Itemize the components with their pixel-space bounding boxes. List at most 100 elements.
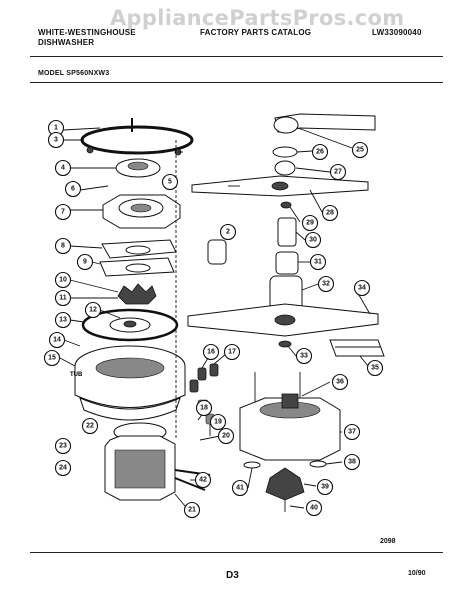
svg-text:21: 21: [188, 507, 196, 514]
svg-text:22: 22: [86, 423, 94, 430]
callout-24: 24: [54, 459, 72, 477]
callout-37: 37: [343, 423, 361, 441]
watermark: AppliancePartsPros.com: [110, 6, 405, 30]
svg-text:40: 40: [310, 505, 318, 512]
callout-11: 11: [54, 289, 72, 307]
callout-18: 18: [195, 399, 213, 417]
callout-36: 36: [331, 373, 349, 391]
callout-26: 26: [311, 143, 329, 161]
callout-22: 22: [81, 417, 99, 435]
svg-text:15: 15: [48, 355, 56, 362]
svg-text:32: 32: [322, 281, 330, 288]
footer-rule: [30, 552, 443, 553]
svg-text:36: 36: [336, 379, 344, 386]
svg-text:33: 33: [300, 353, 308, 360]
svg-text:30: 30: [309, 237, 317, 244]
catalog-title: FACTORY PARTS CATALOG: [200, 28, 312, 37]
svg-text:2: 2: [226, 229, 230, 236]
header-rule: [30, 56, 443, 57]
pump-motor-part: [239, 372, 341, 512]
motor-part: [104, 422, 211, 501]
cover-part: [115, 158, 161, 178]
svg-text:1: 1: [54, 125, 58, 132]
svg-text:14: 14: [53, 337, 61, 344]
page-number: D3: [226, 570, 239, 581]
callout-10: 10: [54, 271, 72, 289]
model-label: MODEL SP560NXW3: [38, 70, 110, 77]
callout-39: 39: [316, 478, 334, 496]
callout-35: 35: [366, 359, 384, 377]
callout-16: 16: [202, 343, 220, 361]
callout-33: 33: [295, 347, 313, 365]
callout-38: 38: [343, 453, 361, 471]
seal-strip-part: [329, 339, 385, 357]
callout-7: 7: [54, 203, 72, 221]
callout-28: 28: [321, 204, 339, 222]
callout-31: 31: [309, 253, 327, 271]
brand-line-2: DISHWASHER: [38, 38, 95, 47]
svg-text:37: 37: [348, 429, 356, 436]
svg-text:19: 19: [214, 419, 222, 426]
callout-8: 8: [54, 237, 72, 255]
svg-text:28: 28: [326, 210, 334, 217]
impeller-part: [117, 283, 157, 305]
tub-bowl-part: [74, 345, 186, 421]
callout-12: 12: [84, 301, 102, 319]
leader-lines: [59, 127, 371, 509]
svg-text:23: 23: [59, 443, 67, 450]
svg-text:31: 31: [314, 259, 322, 266]
svg-text:35: 35: [371, 365, 379, 372]
callout-40: 40: [305, 499, 323, 517]
figure-code: 2098: [380, 538, 396, 545]
svg-text:29: 29: [306, 220, 314, 227]
gasket-plates-part: [99, 239, 177, 277]
svg-text:18: 18: [200, 405, 208, 412]
heater-wire-part: [80, 118, 194, 156]
svg-text:10: 10: [59, 277, 67, 284]
callout-29: 29: [301, 214, 319, 232]
svg-text:20: 20: [222, 433, 230, 440]
callout-25: 25: [351, 141, 369, 159]
catalog-date: 10/90: [408, 570, 426, 577]
callout-6: 6: [64, 180, 82, 198]
svg-text:8: 8: [61, 243, 65, 250]
callout-17: 17: [223, 343, 241, 361]
svg-text:26: 26: [316, 149, 324, 156]
wash-tower-part: [207, 201, 303, 311]
tub-label: TUB: [70, 372, 83, 378]
svg-text:25: 25: [356, 147, 364, 154]
svg-text:5: 5: [168, 179, 172, 186]
callout-21: 21: [183, 501, 201, 519]
callout-15: 15: [43, 349, 61, 367]
callout-30: 30: [304, 231, 322, 249]
callout-3: 3: [47, 131, 65, 149]
svg-text:41: 41: [236, 485, 244, 492]
svg-text:17: 17: [228, 349, 236, 356]
callout-5: 5: [161, 173, 179, 191]
lower-spray-arm-part: [187, 303, 379, 348]
svg-text:6: 6: [71, 186, 75, 193]
callout-41: 41: [231, 479, 249, 497]
svg-text:11: 11: [59, 295, 67, 302]
svg-text:TUB: TUB: [70, 372, 83, 378]
filter-ring-part: [81, 308, 179, 342]
callout-13: 13: [54, 311, 72, 329]
svg-text:27: 27: [334, 169, 342, 176]
pump-housing-part: [102, 194, 181, 229]
svg-text:38: 38: [348, 459, 356, 466]
callout-27: 27: [329, 163, 347, 181]
svg-text:3: 3: [54, 137, 58, 144]
callout-14: 14: [48, 331, 66, 349]
svg-text:42: 42: [199, 477, 207, 484]
brand-line-1: WHITE-WESTINGHOUSE: [38, 28, 136, 37]
svg-text:39: 39: [321, 484, 329, 491]
callout-32: 32: [317, 275, 335, 293]
callout-2: 2: [219, 223, 237, 241]
callout-42: 42: [194, 471, 212, 489]
upper-spray-arm-part: [191, 113, 376, 197]
model-rule: [30, 82, 443, 83]
callout-20: 20: [217, 427, 235, 445]
svg-text:34: 34: [358, 285, 366, 292]
